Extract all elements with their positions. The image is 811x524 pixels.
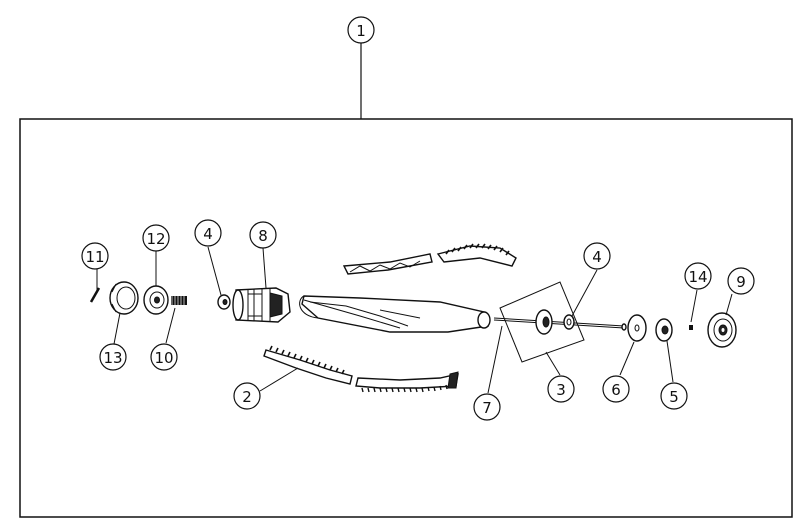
callout-label: 1: [356, 22, 366, 40]
callout-label: 8: [258, 227, 268, 245]
callout-label: 9: [736, 273, 746, 291]
callout-label: 6: [611, 381, 621, 399]
part-screw: [689, 325, 693, 330]
callout-7: 7: [473, 393, 501, 421]
callout-5: 5: [660, 382, 688, 410]
callout-label: 11: [85, 248, 104, 266]
callout-label: 13: [103, 349, 122, 367]
callout-9: 9: [727, 267, 755, 295]
callout-3: 3: [547, 375, 575, 403]
callout-label: 4: [592, 248, 602, 266]
callout-label: 12: [146, 230, 165, 248]
part-shaft-assembly: [493, 281, 627, 363]
callout-4a: 4: [194, 219, 222, 247]
part-pin: [89, 287, 101, 303]
part-bushing-left: [217, 294, 231, 310]
part-end-bearing-cap: [707, 312, 737, 348]
assembly-frame: [19, 118, 793, 518]
callout-13: 13: [99, 343, 127, 371]
callout-6: 6: [602, 375, 630, 403]
callout-label: 2: [242, 388, 252, 406]
part-nut: [655, 318, 673, 342]
callout-10: 10: [150, 343, 178, 371]
callout-11: 11: [81, 242, 109, 270]
part-end-cap: [109, 281, 139, 315]
callout-label: 4: [203, 225, 213, 243]
callout-label: 7: [482, 399, 492, 417]
callout-12: 12: [142, 224, 170, 252]
part-drive-hub: [232, 287, 291, 323]
callout-label: 5: [669, 388, 679, 406]
callout-4b: 4: [583, 242, 611, 270]
part-bristle-strip-lower: [263, 345, 459, 393]
part-roller-tube: [299, 295, 491, 333]
callout-label: 14: [688, 268, 707, 286]
part-spring: [171, 296, 187, 305]
callout-label: 10: [154, 349, 173, 367]
part-bearing: [143, 285, 169, 315]
callout-8: 8: [249, 221, 277, 249]
callout-2: 2: [233, 382, 261, 410]
callout-1: 1: [347, 16, 375, 44]
callout-label: 3: [556, 381, 566, 399]
leader-lines: [96, 246, 733, 394]
part-washer: [627, 314, 647, 342]
callout-14: 14: [684, 262, 712, 290]
part-bristle-strip-upper: [342, 243, 517, 275]
